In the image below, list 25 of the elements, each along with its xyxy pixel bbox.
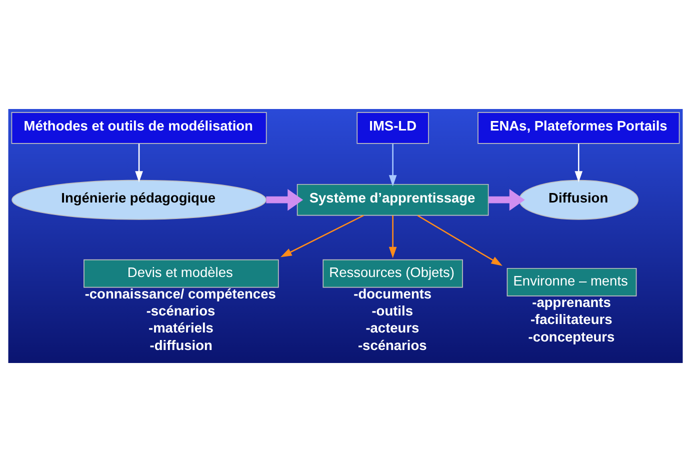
node-ellipse: Diffusion [518, 180, 638, 220]
node-box: Système d’apprentissage [296, 184, 489, 216]
node-label: -scénarios [358, 338, 427, 353]
arrow [574, 144, 583, 182]
node-label: -acteurs [366, 320, 420, 336]
node-label: -scénarios [146, 304, 216, 319]
arrow [266, 189, 304, 211]
arrow [280, 214, 364, 258]
arrow [135, 144, 143, 182]
arrow [388, 144, 397, 186]
arrow [417, 214, 502, 266]
node-label: -concepteurs [528, 329, 615, 344]
node-box: IMS-LD [356, 112, 429, 144]
node-box: ENAs, Plateformes Portails [478, 112, 680, 144]
node-ellipse: Ingénierie pédagogique [12, 180, 266, 220]
node-label: -outils [372, 304, 413, 319]
node-label: -facilitateurs [530, 312, 612, 328]
node-label: -connaissance/ compétences [84, 286, 276, 302]
arrow [388, 216, 397, 258]
node-label: -apprenants [532, 294, 611, 310]
arrow [488, 189, 525, 211]
node-label: -documents [354, 286, 432, 302]
node-label: -diffusion [150, 338, 212, 353]
node-box: Méthodes et outils de modélisation [11, 112, 267, 144]
node-label: -matériels [148, 320, 214, 336]
